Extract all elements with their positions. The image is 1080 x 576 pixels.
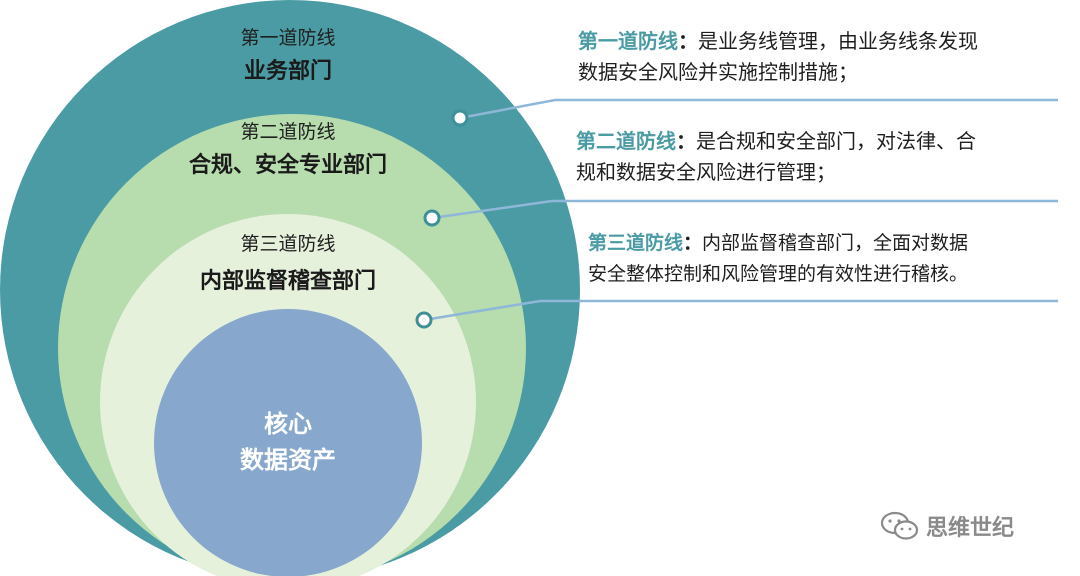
ring-first-dept: 业务部门 <box>244 58 332 84</box>
ring-second-label: 第二道防线 <box>240 121 335 143</box>
wechat-icon <box>880 511 919 540</box>
connector-second <box>431 199 1058 220</box>
core-label-line1: 核心 <box>264 410 312 438</box>
ring-first-label: 第一道防线 <box>240 27 335 49</box>
desc-second-colon: ： <box>676 129 696 153</box>
connector-first <box>459 98 1058 120</box>
marker-second <box>423 209 441 227</box>
desc-third-text2: 安全整体控制和风险管理的有效性进行稽核。 <box>588 263 969 285</box>
ring-third-dept: 内部监督稽查部门 <box>200 268 376 294</box>
desc-first-text1: 是业务线管理，由业务线条发现 <box>698 29 978 53</box>
core-circle <box>154 309 422 576</box>
watermark-text: 思维世纪 <box>926 516 1015 541</box>
desc-third-colon: ： <box>683 232 703 254</box>
watermark: 思维世纪 <box>880 510 1014 542</box>
core-label-line2: 数据资产 <box>240 446 336 474</box>
ring-third-label: 第三道防线 <box>240 233 335 255</box>
connector-third <box>423 299 1058 322</box>
desc-third-line: 第三道防线：内部监督稽查部门，全面对数据 安全整体控制和风险管理的有效性进行稽核… <box>588 228 968 290</box>
desc-second-line: 第二道防线：是合规和安全部门，对法律、合 规和数据安全风险进行管理； <box>576 126 976 188</box>
desc-first-text2: 数据安全风险并实施控制措施； <box>578 60 858 84</box>
desc-second-text1: 是合规和安全部门，对法律、合 <box>696 129 976 153</box>
desc-first-line: 第一道防线：是业务线管理，由业务线条发现 数据安全风险并实施控制措施； <box>578 26 978 88</box>
desc-third-lead: 第三道防线 <box>588 232 684 254</box>
desc-first-colon: ： <box>678 29 698 53</box>
desc-first-lead: 第一道防线 <box>578 29 678 53</box>
desc-second-lead: 第二道防线 <box>576 129 676 153</box>
marker-third <box>415 311 433 329</box>
desc-second-text2: 规和数据安全风险进行管理； <box>576 160 836 184</box>
desc-third-text1: 内部监督稽查部门，全面对数据 <box>702 232 969 254</box>
ring-second-dept: 合规、安全专业部门 <box>189 152 387 178</box>
marker-first <box>451 109 469 127</box>
